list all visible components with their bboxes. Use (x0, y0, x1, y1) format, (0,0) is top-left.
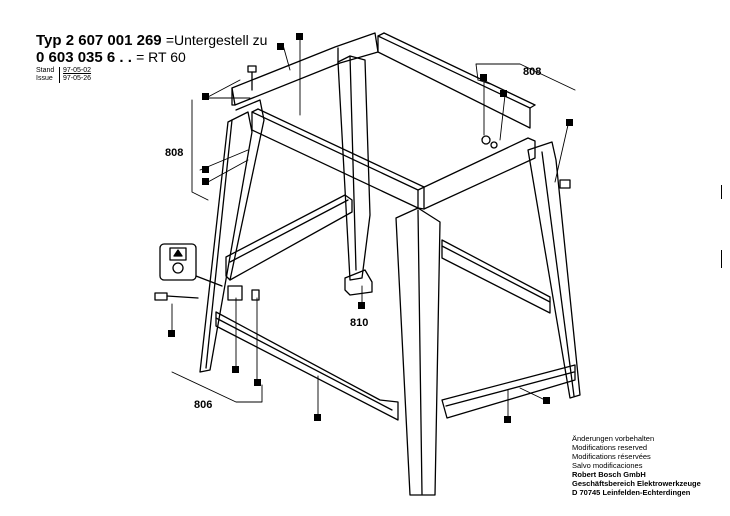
front-left-top-rail (251, 108, 425, 209)
stand-label: Stand (36, 67, 55, 74)
part-number-806: 806 (194, 399, 212, 411)
edge-marker-top (721, 185, 722, 199)
front-right-top-rail (417, 137, 536, 210)
note-es: Salvo modificaciones (572, 461, 643, 470)
clamp-bracket (227, 285, 260, 301)
right-top-rail (377, 32, 536, 129)
foot-cap (344, 269, 373, 296)
note-en: Modifications reserved (572, 443, 648, 452)
left-rear-leg (229, 99, 265, 281)
leader-lines (171, 39, 569, 421)
issue-label: Issue (36, 75, 53, 82)
model-number-line: 0 603 035 6 . . = RT 60 (36, 49, 186, 66)
issue-row: Issue 97-05-26 (36, 75, 91, 83)
note-fr: Modifications réservées (572, 452, 651, 461)
note-de: Änderungen vorbehalten (572, 434, 655, 443)
bracket-806 (171, 371, 263, 403)
part-number-808-top: 808 (523, 66, 541, 78)
legal-notes: Änderungen vorbehalten Modifications res… (572, 434, 701, 497)
meta-bracket (59, 67, 60, 83)
part-number-808-left: 808 (165, 147, 183, 159)
right-bolt (481, 135, 571, 189)
front-center-leg (395, 207, 441, 496)
right-front-leg (527, 141, 581, 399)
left-brace (225, 194, 353, 281)
company-name: Robert Bosch GmbH (572, 470, 646, 479)
back-top-rail (231, 32, 379, 106)
bracket-808-left (191, 99, 209, 201)
stand-row: Stand 97-05-02 (36, 67, 91, 83)
edge-marker-bottom (721, 250, 722, 268)
screw (154, 292, 199, 301)
company-address: D 70745 Leinfelden-Echterdingen (572, 488, 691, 497)
stand-date: 97-05-02 (63, 67, 92, 74)
rear-center-leg (337, 55, 371, 281)
callout-markers (168, 33, 573, 423)
bottom-right-rail (441, 364, 576, 419)
type-number: Typ 2 607 001 269 (36, 32, 162, 49)
type-number-line: Typ 2 607 001 269 =Untergestell zu (36, 32, 267, 49)
detail-inset (159, 243, 223, 287)
model-number: 0 603 035 6 . . (36, 49, 132, 66)
right-brace (441, 239, 551, 314)
model-name: = RT 60 (136, 49, 186, 65)
part-number-810: 810 (350, 317, 368, 329)
bottom-left-rail (215, 311, 399, 421)
top-bolt (247, 65, 257, 91)
company-division: Geschäftsbereich Elektrowerkzeuge (572, 479, 701, 488)
front-left-leg (199, 111, 253, 373)
issue-date: 97-05-26 (63, 75, 92, 82)
product-description: =Untergestell zu (165, 32, 268, 48)
